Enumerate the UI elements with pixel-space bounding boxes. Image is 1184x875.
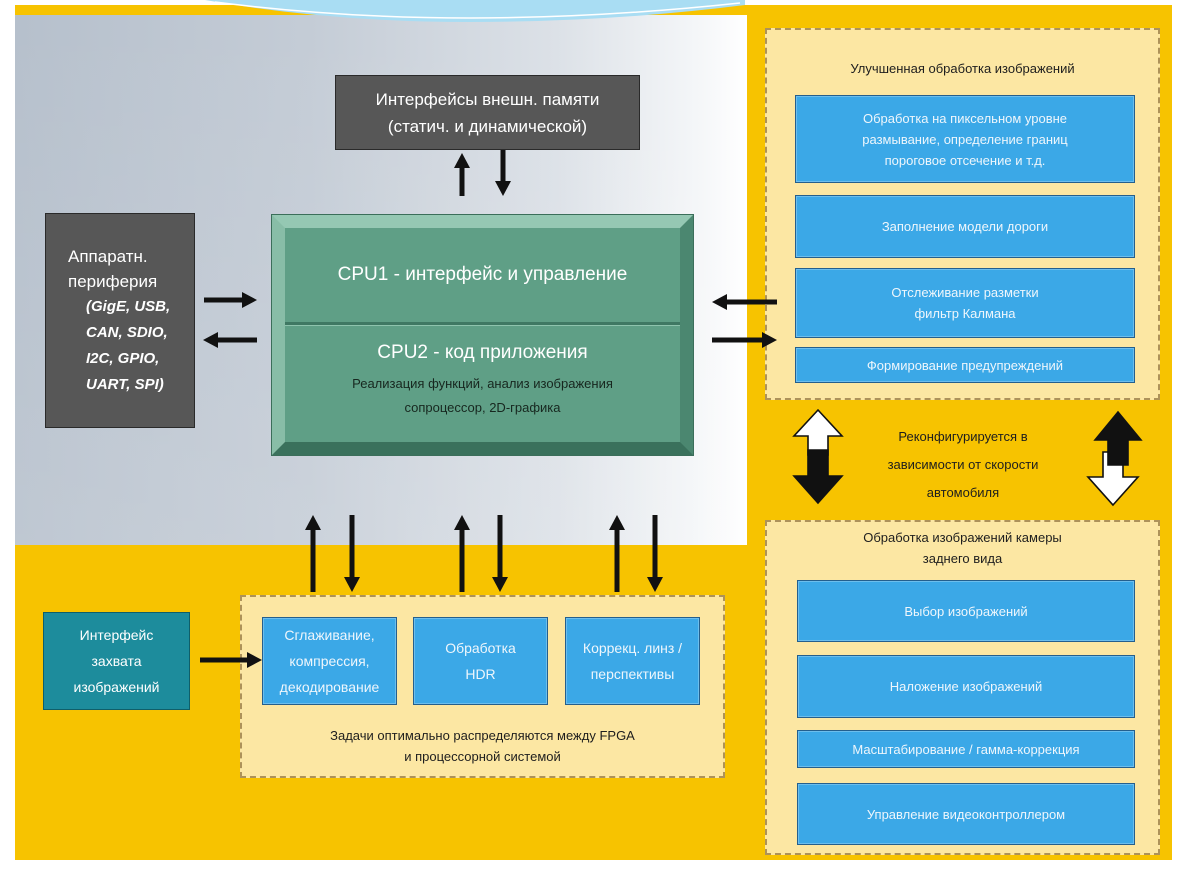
block-text-line: Коррекц. линз / [582, 640, 683, 656]
peripherals-title-line: периферия [68, 271, 158, 291]
peripherals-title-line: Аппаратн. [68, 246, 148, 266]
hdr-processing-block: Обработка HDR [413, 617, 548, 705]
block-text-line: размывание, определение границ [862, 131, 1068, 147]
block-text-line: Отслеживание разметки [891, 285, 1039, 300]
block-text-line: компрессия, [289, 653, 370, 669]
pixel-level-processing-block: Обработка на пиксельном уровне размывани… [795, 95, 1135, 183]
road-model-block: Заполнение модели дороги [795, 195, 1135, 258]
memory-block-line: Интерфейсы внешн. памяти [375, 89, 600, 109]
reconfiguration-note-line: Реконфигурируется в [898, 429, 1028, 444]
fpga-caption-line: и процессорной системой [404, 749, 561, 764]
smoothing-compression-block: Сглаживание, компрессия, декодирование [262, 617, 397, 705]
block-text-line: Обработка [445, 640, 516, 656]
enhanced-processing-title: Улучшенная обработка изображений [850, 61, 1075, 76]
rear-camera-processing-title: Обработка изображений камеры заднего вид… [765, 527, 1160, 569]
scaling-gamma-block: Масштабирование / гамма-коррекция [797, 730, 1135, 768]
rear-title-line: заднего вида [922, 551, 1003, 566]
block-text-line: Формирование предупреждений [866, 357, 1064, 373]
block-text-line: декодирование [279, 679, 380, 695]
peripherals-protocol-line: I2C, GPIO, [86, 349, 160, 367]
reconfiguration-note: Реконфигурируется в зависимости от скоро… [848, 423, 1078, 507]
image-overlay-block: Наложение изображений [797, 655, 1135, 718]
block-text-line: пороговое отсечение и т.д. [884, 152, 1046, 168]
block-text-line: Заполнение модели дороги [881, 219, 1049, 234]
capture-block-line: захвата [91, 653, 142, 669]
block-text-line: Сглаживание, [284, 627, 375, 643]
cpu1-label: CPU1 - интерфейс и управление [337, 264, 628, 285]
block-text-line: Выбор изображений [904, 603, 1028, 619]
cpu2-detail-line: сопроцессор, 2D-графика [404, 400, 561, 415]
peripherals-protocol-line: UART, SPI) [86, 375, 164, 393]
cpu2-detail-line: Реализация функций, анализ изображения [352, 376, 613, 391]
memory-block-line: (статич. и динамической) [387, 116, 588, 136]
reconfiguration-note-line: автомобиля [926, 485, 1000, 500]
external-memory-interfaces-block: Интерфейсы внешн. памяти (статич. и дина… [335, 75, 640, 150]
capture-block-line: изображений [73, 679, 160, 695]
warning-generation-block: Формирование предупреждений [795, 347, 1135, 383]
capture-block-line: Интерфейс [79, 627, 154, 643]
rear-title-line: Обработка изображений камеры [863, 530, 1062, 545]
peripherals-protocol-line: CAN, SDIO, [86, 323, 168, 341]
lens-correction-block: Коррекц. линз / перспективы [565, 617, 700, 705]
cpu2-label: CPU2 - код приложения [377, 342, 588, 363]
image-selection-block: Выбор изображений [797, 580, 1135, 642]
block-text-line: Управление видеоконтроллером [866, 806, 1066, 822]
fpga-caption-line: Задачи оптимально распределяются между F… [330, 728, 635, 743]
lane-tracking-block: Отслеживание разметки фильтр Калмана [795, 268, 1135, 338]
block-text-line: Обработка на пиксельном уровне [862, 110, 1068, 126]
cpu1-section: CPU1 - интерфейс и управление [285, 228, 680, 322]
block-text-line: Масштабирование / гамма-коррекция [852, 741, 1080, 757]
fpga-tasks-caption: Задачи оптимально распределяются между F… [240, 725, 725, 767]
block-text-line: перспективы [590, 666, 675, 682]
block-text-line: фильтр Калмана [914, 306, 1016, 321]
block-text-line: HDR [465, 666, 496, 682]
cpu-block: CPU1 - интерфейс и управление CPU2 - код… [271, 214, 694, 456]
block-text-line: Наложение изображений [889, 679, 1043, 694]
cpu-divider [285, 322, 680, 326]
reconfiguration-note-line: зависимости от скорости [887, 457, 1039, 472]
image-capture-interface-block: Интерфейс захвата изображений [43, 612, 190, 710]
video-controller-block: Управление видеоконтроллером [797, 783, 1135, 845]
cpu2-section: CPU2 - код приложения Реализация функций… [285, 326, 680, 442]
peripherals-protocol-line: (GigE, USB, [86, 297, 171, 315]
hardware-peripherals-block: Аппаратн. периферия (GigE, USB, CAN, SDI… [45, 213, 195, 428]
